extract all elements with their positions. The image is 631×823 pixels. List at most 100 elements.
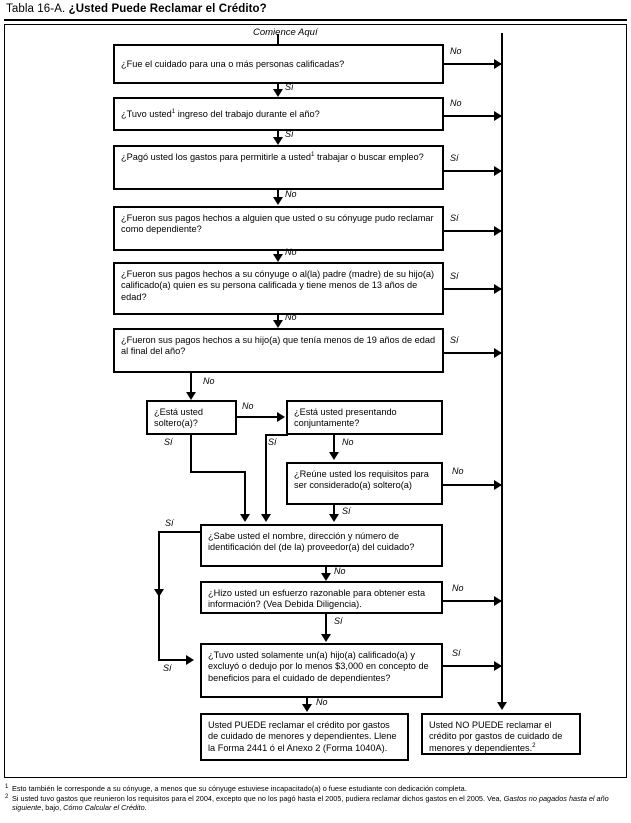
edge-label-q1-si: Sí: [285, 82, 294, 92]
question-5-text: ¿Fueron sus pagos hechos a su cónyuge o …: [121, 269, 435, 302]
question-box-11[interactable]: ¿Hizo usted un esfuerzo razonable para o…: [200, 581, 443, 614]
edge-label-q10-no: No: [334, 566, 346, 576]
edge-label-q2-si: Sí: [285, 129, 294, 139]
connector-q4-si-arrow: [494, 226, 502, 236]
edge-label-q12-si: Sí: [452, 648, 461, 658]
edge-label-q12-no: No: [316, 697, 328, 707]
connector-q11-si-line: [325, 614, 327, 635]
question-6-text: ¿Fueron sus pagos hechos a su hijo(a) qu…: [121, 335, 436, 357]
connector-q2-q3-line: [277, 131, 279, 138]
question-10-text: ¿Sabe usted el nombre, dirección y númer…: [208, 531, 415, 553]
connector-q7-no-line: [237, 416, 280, 418]
question-11-text: ¿Hizo usted un esfuerzo razonable para o…: [208, 588, 426, 610]
connector-q7-si-right: [190, 471, 246, 473]
question-box-5[interactable]: ¿Fueron sus pagos hechos a su cónyuge o …: [113, 262, 444, 315]
connector-q9-si-line: [333, 505, 335, 516]
connector-q11-si-arrow: [321, 634, 331, 642]
connector-q8-si-arrow: [261, 514, 271, 522]
edge-label-q1-no: No: [450, 46, 462, 56]
connector-q2-no-arrow: [494, 111, 502, 121]
edge-label-q9-no: No: [452, 466, 464, 476]
connector-q12-no-arrow: [302, 704, 312, 712]
question-box-7[interactable]: ¿Está usted soltero(a)?: [146, 400, 237, 435]
connector-q1-no-line: [444, 63, 502, 65]
edge-label-q6-si: Sí: [450, 335, 459, 345]
connector-q3-q4-line: [277, 190, 279, 198]
question-4-text: ¿Fueron sus pagos hechos a alguien que u…: [121, 213, 434, 235]
connector-q10-si-arrow: [186, 655, 194, 665]
result-cannot-claim-text: Usted NO PUEDE reclamar el crédito por g…: [429, 720, 574, 754]
connector-q9-no-arrow: [494, 480, 502, 490]
connector-q10-si-midarrow: [154, 589, 164, 597]
connector-q10-no-line: [325, 567, 327, 575]
connector-q7-si-arrow: [240, 514, 250, 522]
question-box-4[interactable]: ¿Fueron sus pagos hechos a alguien que u…: [113, 206, 444, 251]
footnote-1-marker: 1: [5, 784, 9, 790]
question-2-text-b: ingreso del trabajo durante el año?: [175, 108, 320, 119]
connector-q9-no-line: [443, 484, 502, 486]
page-title: Tabla 16-A. ¿Usted Puede Reclamar el Cré…: [6, 3, 267, 15]
connector-q8-si-left: [265, 434, 288, 436]
connector-q10-si-left: [158, 531, 201, 533]
question-7-text: ¿Está usted soltero(a)?: [154, 407, 204, 429]
result-can-claim-text: Usted PUEDE reclamar el crédito por gast…: [208, 720, 397, 753]
edge-label-q3-si: Sí: [450, 153, 459, 163]
question-box-12[interactable]: ¿Tuvo usted solamente un(a) hijo(a) cali…: [200, 643, 443, 698]
connector-q4-si-line: [444, 230, 502, 232]
connector-q7-no-arrow: [277, 412, 285, 422]
connector-q1-q2-line: [277, 84, 279, 90]
connector-q9-si-arrow: [329, 514, 339, 522]
result-cannot-claim-text-a: Usted NO PUEDE reclamar el crédito por g…: [429, 720, 563, 753]
footnote-2-marker: 2: [5, 793, 9, 800]
footnote-2-text-part1: Si usted tuvo gastos que reunieron los r…: [12, 793, 504, 803]
question-box-1[interactable]: ¿Fue el cuidado para una o más personas …: [113, 44, 444, 84]
connector-q11-no-line: [443, 600, 502, 602]
question-3-text-b: trabajar o buscar empleo?: [314, 152, 424, 162]
result-box-can-claim[interactable]: Usted PUEDE reclamar el crédito por gast…: [200, 713, 409, 761]
edge-label-q11-si: Sí: [334, 616, 343, 626]
connector-q5-q6-arrow: [273, 320, 283, 328]
connector-q6-q7-arrow: [186, 392, 196, 400]
connector-q2-no-line: [444, 115, 502, 117]
connector-q10-si-right: [158, 659, 188, 661]
connector-q8-no-arrow: [329, 452, 339, 460]
footnote-2-italic-1: Gastos no pagados hasta el año siguiente: [12, 793, 609, 813]
question-8-text: ¿Está usted presentando conjuntamente?: [294, 407, 397, 429]
edge-label-q6-no: No: [203, 376, 215, 386]
result-box-cannot-claim[interactable]: Usted NO PUEDE reclamar el crédito por g…: [421, 713, 581, 755]
connector-q2-q3-arrow: [273, 137, 283, 145]
connector-q3-si-line: [444, 170, 502, 172]
edge-label-q4-no: No: [285, 247, 297, 257]
connector-q8-no-line: [333, 435, 335, 453]
connector-q12-si-arrow: [494, 661, 502, 671]
question-box-2[interactable]: ¿Tuvo usted1 ingreso del trabajo durante…: [113, 97, 444, 131]
connector-q11-no-arrow: [494, 596, 502, 606]
connector-q6-q7-line: [190, 373, 192, 393]
connector-start-line: [277, 34, 279, 44]
connector-q4-q5-arrow: [273, 254, 283, 262]
footnote-2-italic-2: Cómo Calcular el Crédito: [63, 803, 145, 813]
connector-q12-no-line: [306, 698, 308, 706]
connector-q4-q5-line: [277, 251, 279, 256]
connector-q8-si-down: [265, 434, 267, 515]
question-box-8[interactable]: ¿Está usted presentando conjuntamente?: [286, 400, 443, 435]
start-here-label: Comience Aquí: [253, 27, 318, 38]
question-box-3[interactable]: ¿Pagó usted los gastos para permitirle a…: [113, 145, 444, 190]
footnote-marker-2: 2: [532, 741, 536, 749]
connector-q12-si-line: [443, 665, 502, 667]
question-3-text: ¿Pagó usted los gastos para permitirle a…: [121, 151, 437, 163]
edge-label-q11-si-join: Sí: [163, 663, 172, 673]
connector-q5-q6-line: [277, 315, 279, 321]
question-1-text: ¿Fue el cuidado para una o más personas …: [121, 58, 345, 69]
edge-label-q9-si: Sí: [342, 506, 351, 516]
question-box-6[interactable]: ¿Fueron sus pagos hechos a su hijo(a) qu…: [113, 328, 444, 373]
question-box-9[interactable]: ¿Reúne usted los requisitos para ser con…: [286, 462, 443, 505]
question-box-10[interactable]: ¿Sabe usted el nombre, dirección y númer…: [200, 524, 443, 567]
footnote-marker-1a: 1: [171, 107, 176, 115]
edge-label-q8-si: Sí: [268, 437, 277, 447]
edge-label-q5-no: No: [285, 312, 297, 322]
